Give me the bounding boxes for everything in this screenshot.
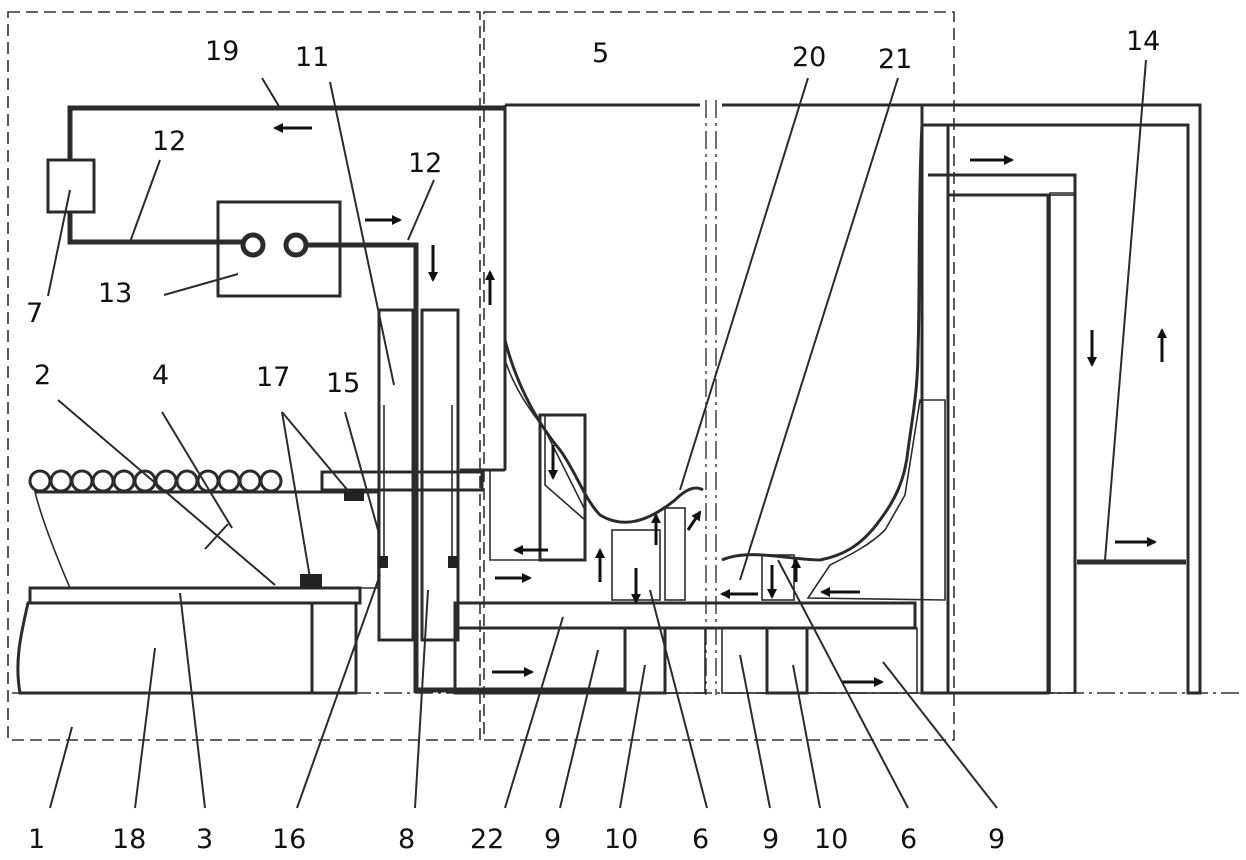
- label-7: 7: [26, 298, 43, 329]
- label-17: 17: [256, 362, 290, 393]
- ingot-5: [505, 125, 922, 560]
- label-5: 5: [592, 38, 609, 69]
- label-4: 4: [152, 360, 169, 391]
- label-9-c: 9: [988, 824, 1005, 855]
- label-9-b: 9: [762, 824, 779, 855]
- strip-3: [30, 588, 360, 603]
- label-15: 15: [326, 368, 360, 399]
- label-6-a: 6: [692, 824, 709, 855]
- leader-lines: [48, 60, 1146, 808]
- label-16: 16: [272, 824, 306, 855]
- label-13: 13: [98, 278, 132, 309]
- plate-22: [455, 603, 915, 628]
- flow-arrows: [275, 128, 1162, 682]
- label-1: 1: [28, 824, 45, 855]
- label-8: 8: [398, 824, 415, 855]
- label-10-a: 10: [604, 824, 638, 855]
- center-lines: [12, 100, 1240, 695]
- region-1-dashed-boundary: [8, 12, 480, 740]
- cooling-loop-19: [48, 108, 505, 296]
- label-14: 14: [1126, 26, 1160, 57]
- label-12-right: 12: [408, 148, 442, 179]
- sensor-17: [300, 574, 322, 588]
- label-11: 11: [295, 42, 329, 73]
- label-3: 3: [196, 824, 213, 855]
- label-12-left: 12: [152, 126, 186, 157]
- label-20: 20: [792, 42, 826, 73]
- label-6-b: 6: [900, 824, 917, 855]
- label-9-a: 9: [544, 824, 561, 855]
- label-10-b: 10: [814, 824, 848, 855]
- label-18: 18: [112, 824, 146, 855]
- insulation-4: [35, 492, 378, 588]
- heater-coil-row-2: [30, 471, 281, 491]
- label-22: 22: [470, 824, 504, 855]
- mould-wall-14: [922, 105, 1200, 693]
- skull-6-right: [762, 400, 945, 600]
- label-21: 21: [878, 44, 912, 75]
- label-19: 19: [205, 36, 239, 67]
- label-2: 2: [34, 360, 51, 391]
- skull-6-left: [490, 360, 685, 600]
